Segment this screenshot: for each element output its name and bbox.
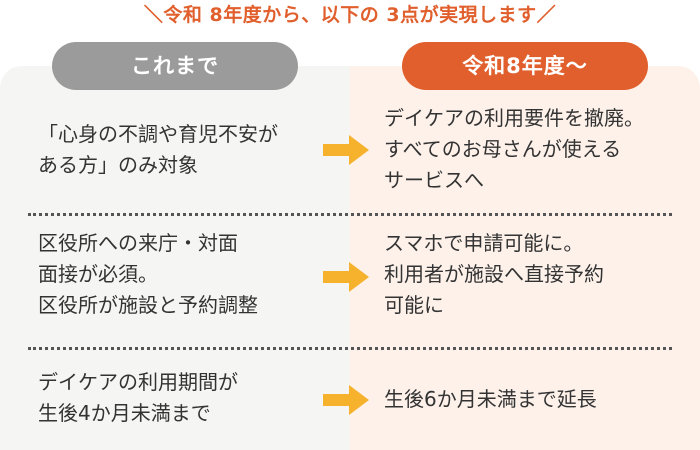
right-arrow-icon: [323, 385, 369, 415]
before-column-header: これまで: [52, 42, 298, 90]
row-divider-1: [28, 213, 672, 216]
row-2-before-line-1: 区役所への来庁・対面: [38, 231, 238, 255]
before-panel: [0, 66, 350, 450]
row-2-before-line-3: 区役所が施設と予約調整: [38, 293, 258, 317]
row-3-after: 生後6か月未満まで延長: [384, 384, 597, 415]
row-3-before: デイケアの利用期間が 生後4か月未満まで: [38, 367, 238, 429]
after-column-header: 令和8年度〜: [402, 42, 648, 90]
row-1-after: デイケアの利用要件を撤廃。 すべてのお母さんが使える サービスへ: [384, 103, 644, 196]
row-1-after-line-2: すべてのお母さんが使える: [384, 137, 622, 161]
row-1-before: 「心身の不調や育児不安が ある方」のみ対象: [38, 119, 278, 181]
right-arrow-icon: [323, 262, 369, 292]
right-arrow-icon: [323, 135, 369, 165]
row-2-before: 区役所への来庁・対面 面接が必須。 区役所が施設と予約調整: [38, 228, 258, 321]
row-2-after-line-2: 利用者が施設へ直接予約: [384, 262, 604, 286]
row-divider-2: [28, 347, 672, 350]
after-panel: [350, 66, 700, 450]
row-1-after-line-3: サービスへ: [384, 168, 484, 192]
row-1-after-line-1: デイケアの利用要件を撤廃。: [384, 106, 644, 130]
row-3-before-line-1: デイケアの利用期間が: [38, 370, 238, 394]
row-2-after: スマホで申請可能に。 利用者が施設へ直接予約 可能に: [384, 228, 604, 321]
row-2-before-line-2: 面接が必須。: [38, 262, 158, 286]
row-2-after-line-3: 可能に: [384, 293, 444, 317]
headline-banner: ＼令和 8年度から、以下の 3点が実現します／: [143, 4, 557, 26]
row-3-before-line-2: 生後4か月未満まで: [38, 401, 211, 425]
row-3-after-line-1: 生後6か月未満まで延長: [384, 387, 597, 411]
row-2-after-line-1: スマホで申請可能に。: [384, 231, 584, 255]
row-1-before-line-1: 「心身の不調や育児不安が: [38, 122, 278, 146]
row-1-before-line-2: ある方」のみ対象: [38, 153, 198, 177]
